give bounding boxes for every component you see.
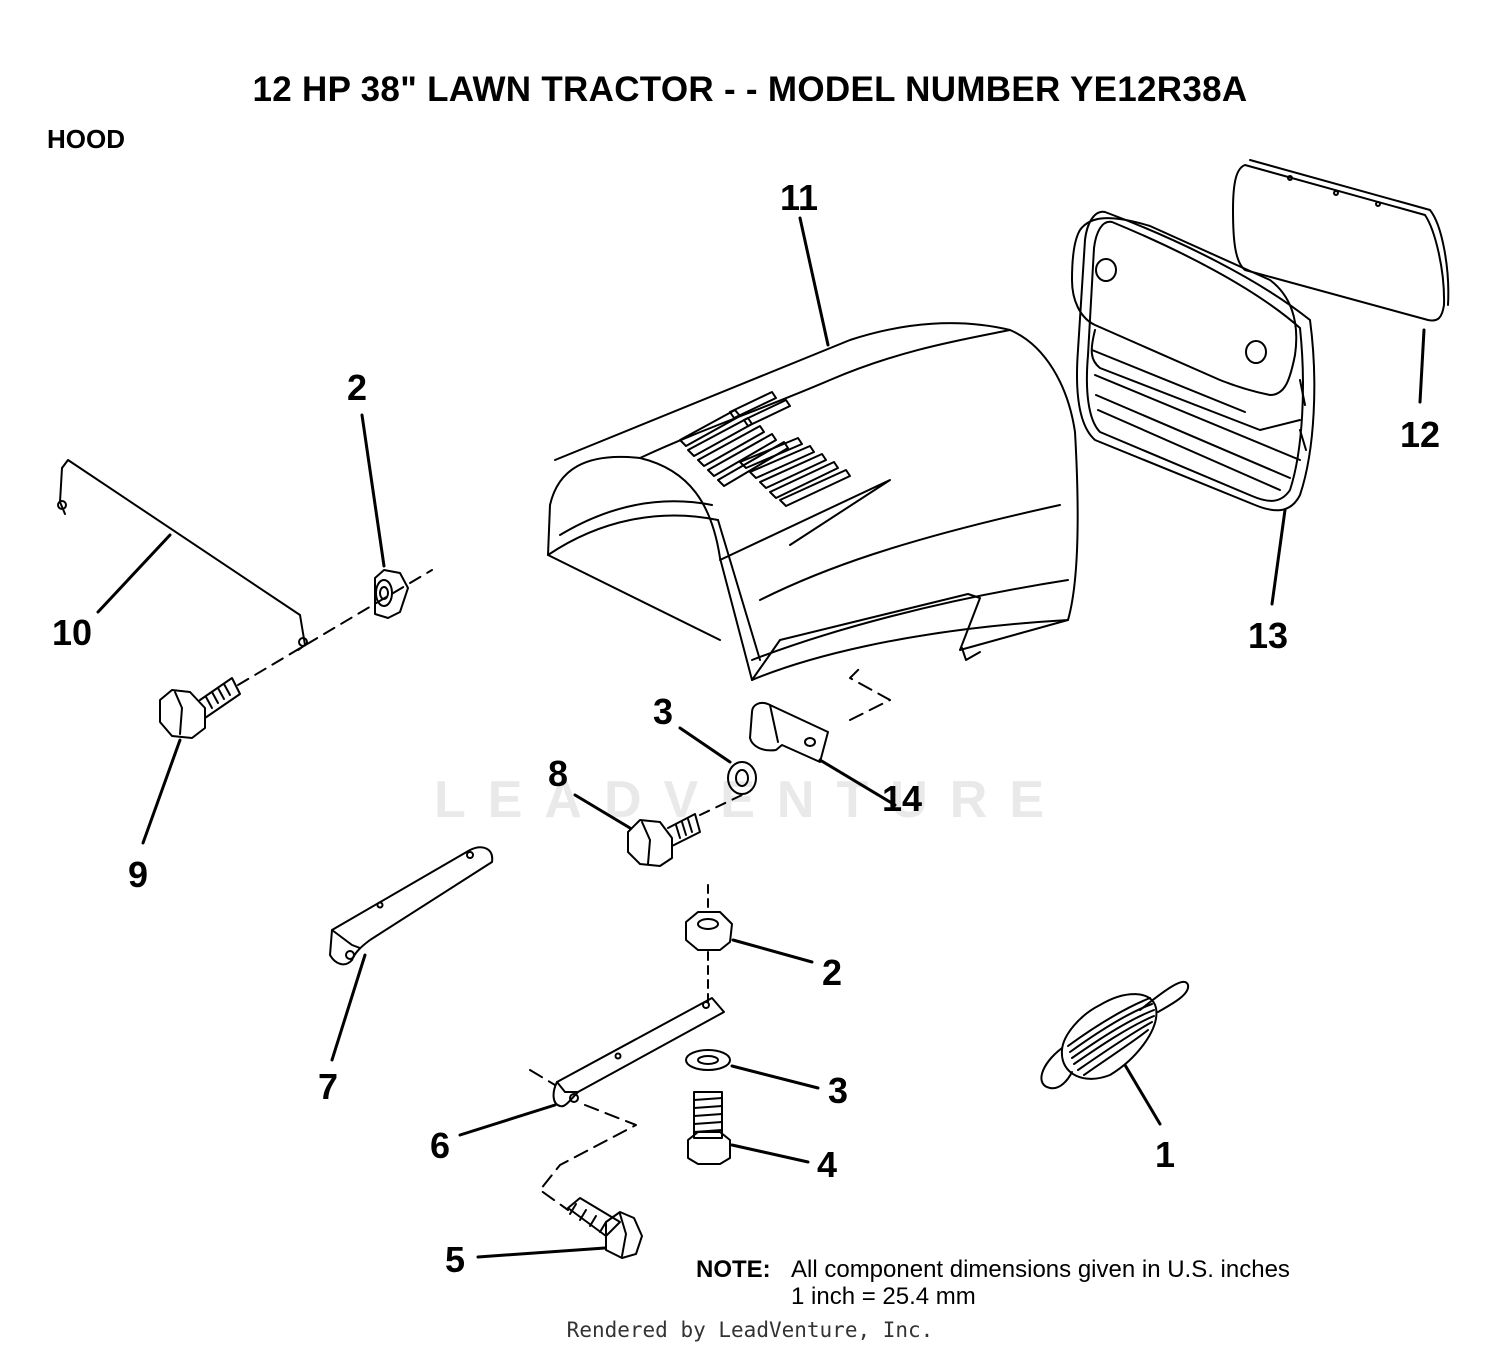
callout-6: 6: [430, 1125, 450, 1166]
leader-line-2a: [360, 413, 386, 568]
axis-line: [237, 569, 433, 686]
axis-line-6: [529, 1069, 637, 1211]
watermark: LEADVENTURE: [433, 771, 1067, 829]
leader-line-13: [1270, 508, 1287, 606]
leader-line-6: [458, 1103, 557, 1137]
leader-line-7: [330, 953, 367, 1062]
leader-line-2b: [731, 938, 814, 964]
hood-shell-part: [547, 322, 1079, 681]
bolt-part-5: [567, 1197, 643, 1259]
leader-line-3a: [678, 726, 732, 764]
callout-11: 11: [780, 177, 818, 218]
bolt-part-9: [159, 677, 241, 739]
note-line-1: All component dimensions given in U.S. i…: [791, 1256, 1290, 1283]
clip-part: [749, 702, 829, 763]
grille-part: [1071, 210, 1316, 512]
render-credit: Rendered by LeadVenture, Inc.: [566, 1318, 934, 1342]
callout-14: 14: [882, 778, 922, 819]
callout-10: 10: [52, 612, 92, 653]
callout-2-upper: 2: [347, 367, 367, 408]
callout-7: 7: [318, 1066, 338, 1107]
leader-line-10: [96, 533, 172, 614]
leader-line-8: [573, 793, 632, 830]
washer-part-lower: [685, 1049, 731, 1071]
nut-part-upper: [374, 569, 409, 619]
dimensions-note: NOTE: All component dimensions given in U…: [696, 1256, 1290, 1310]
page-title: 12 HP 38" LAWN TRACTOR - - MODEL NUMBER …: [252, 70, 1248, 109]
note-line-2: 1 inch = 25.4 mm: [791, 1283, 976, 1310]
callout-1: 1: [1155, 1134, 1175, 1175]
emblem-part: [1232, 159, 1450, 322]
leader-line-4: [730, 1143, 810, 1164]
leader-line-11: [798, 216, 830, 347]
callout-4: 4: [817, 1144, 837, 1185]
leader-line-9: [141, 738, 182, 845]
bolt-part-4: [687, 1091, 731, 1165]
axis-line-8: [699, 794, 743, 816]
axis-line-clip: [849, 667, 891, 721]
callout-9: 9: [128, 854, 148, 895]
callout-8: 8: [548, 753, 568, 794]
callout-12: 12: [1400, 414, 1440, 455]
bracket-part-7: [329, 846, 494, 966]
leader-line-5: [476, 1246, 607, 1259]
washer-part-upper: [727, 761, 757, 795]
note-label: NOTE:: [696, 1256, 771, 1283]
leader-line-14: [818, 758, 897, 807]
nut-part-lower: [685, 911, 733, 951]
hood-rod-part: [57, 459, 308, 651]
bolt-part-8: [627, 813, 701, 867]
callout-3-upper: 3: [653, 691, 673, 732]
callout-5: 5: [445, 1239, 465, 1280]
callout-13: 13: [1248, 615, 1288, 656]
callout-3-lower: 3: [828, 1070, 848, 1111]
section-title: HOOD: [47, 124, 125, 154]
bracket-part-6: [552, 997, 725, 1108]
leader-line-3b: [730, 1064, 820, 1090]
leader-line-1: [1123, 1063, 1162, 1126]
callout-2-lower: 2: [822, 952, 842, 993]
spring-part: [1040, 980, 1190, 1090]
leader-line-12: [1418, 328, 1426, 404]
